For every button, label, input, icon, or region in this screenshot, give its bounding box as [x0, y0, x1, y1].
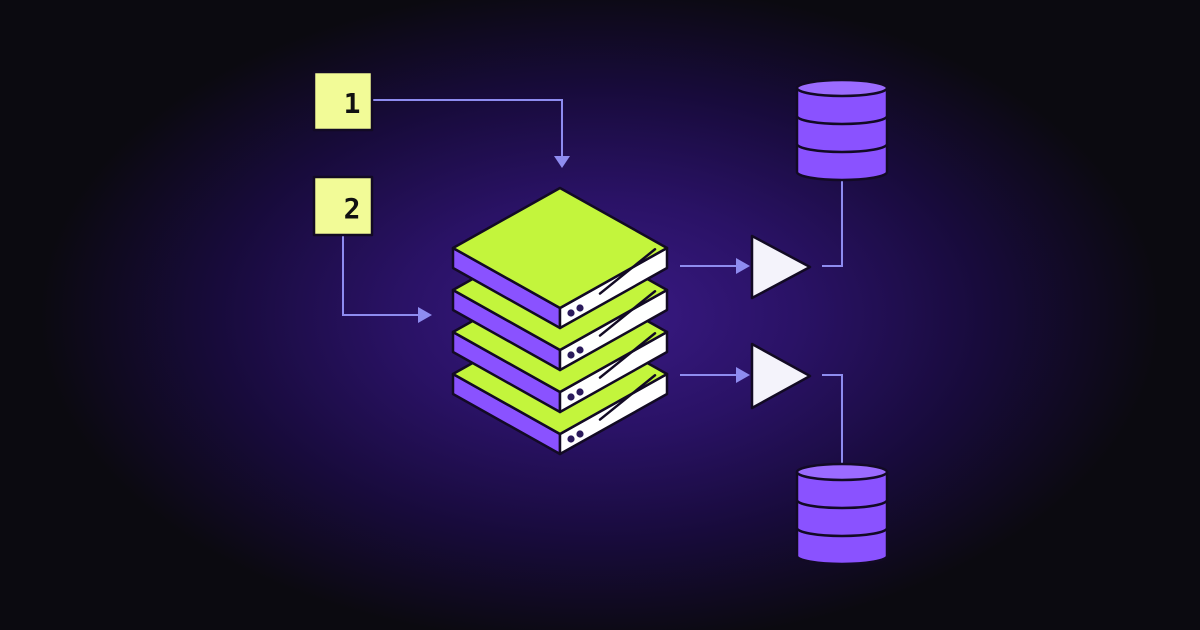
database-ring — [795, 143, 889, 154]
database-ring — [795, 527, 889, 538]
server-light — [576, 346, 584, 354]
router-2-triangle — [750, 342, 812, 410]
database-2 — [795, 462, 889, 566]
server-stack — [451, 186, 669, 456]
server-layer — [451, 186, 669, 330]
input-2: 2 — [312, 175, 374, 237]
input-2-label: 2 — [344, 192, 361, 225]
input-1-box — [312, 70, 374, 132]
server-light — [567, 309, 575, 317]
database-top — [795, 78, 889, 98]
database-ring — [795, 115, 889, 126]
server-light — [576, 304, 584, 312]
input-1: 1 — [312, 70, 374, 132]
arrowhead-input-1 — [554, 156, 570, 168]
router-2 — [750, 342, 812, 410]
server-light — [567, 351, 575, 359]
connector-input-2-to-server — [342, 235, 418, 316]
database-1 — [795, 78, 889, 182]
server-light — [576, 430, 584, 438]
server-light — [567, 435, 575, 443]
server-layer-top — [451, 186, 669, 310]
server-slot — [598, 374, 657, 421]
server-slot — [598, 332, 657, 379]
input-1-label: 1 — [344, 87, 361, 120]
arrowhead-router-1 — [736, 258, 750, 274]
router-1-triangle — [750, 234, 812, 300]
arrowhead-input-2 — [418, 307, 432, 323]
connector-input-1-to-server — [372, 99, 563, 156]
connector-router-2-to-database-2 — [822, 374, 843, 468]
arrowhead-router-2 — [736, 367, 750, 383]
database-body — [795, 470, 889, 566]
input-2-box — [312, 175, 374, 237]
connectors — [342, 99, 843, 468]
connector-router-1-to-database-1 — [822, 178, 843, 267]
server-slot — [598, 290, 657, 337]
database-top — [795, 462, 889, 482]
server-light — [567, 393, 575, 401]
server-slot — [598, 248, 657, 295]
router-1 — [750, 234, 812, 300]
database-ring — [795, 499, 889, 510]
database-body — [795, 86, 889, 182]
server-light — [576, 388, 584, 396]
